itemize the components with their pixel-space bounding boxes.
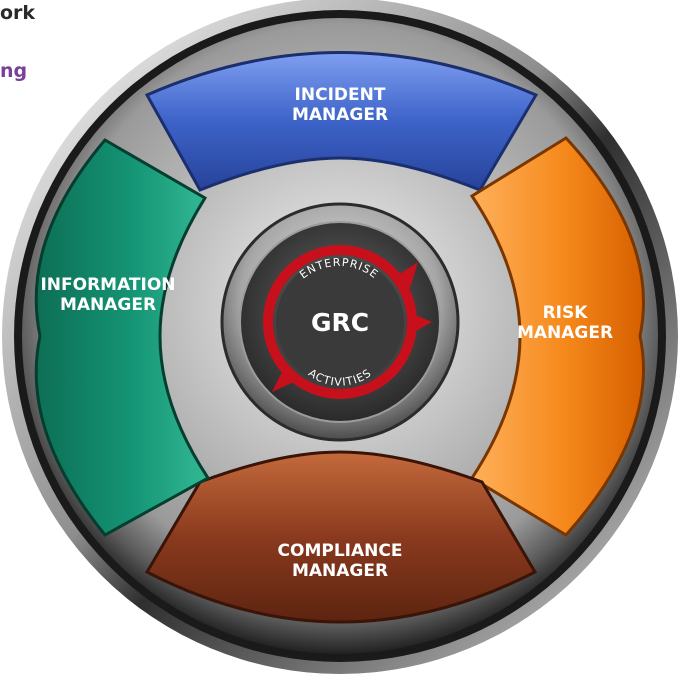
ring-arrow-top-right — [398, 262, 418, 288]
risk-manager-label-1: RISK — [543, 303, 589, 323]
heading-fragment: ork — [0, 2, 36, 24]
compliance-manager-label-1: COMPLIANCE — [278, 541, 403, 561]
risk-manager-segment[interactable] — [469, 136, 645, 537]
ring-arrow-right — [408, 312, 432, 334]
grc-center-title: GRC — [311, 308, 369, 337]
information-manager-label-2: MANAGER — [60, 295, 156, 315]
compliance-manager-segment[interactable] — [144, 450, 538, 624]
information-manager-segment[interactable] — [34, 138, 211, 537]
information-manager-label-1: INFORMATION — [40, 275, 175, 295]
ring-arrow-bottom-left — [272, 368, 298, 392]
risk-manager-label-2: MANAGER — [517, 323, 613, 343]
subheading-fragment: ng — [0, 60, 28, 82]
compliance-manager-label-2: MANAGER — [292, 561, 388, 581]
incident-manager-label-2: MANAGER — [292, 105, 388, 125]
incident-manager-segment[interactable] — [144, 51, 539, 192]
incident-manager-label-1: INCIDENT — [295, 85, 386, 105]
ring-inner-fill — [276, 258, 404, 386]
